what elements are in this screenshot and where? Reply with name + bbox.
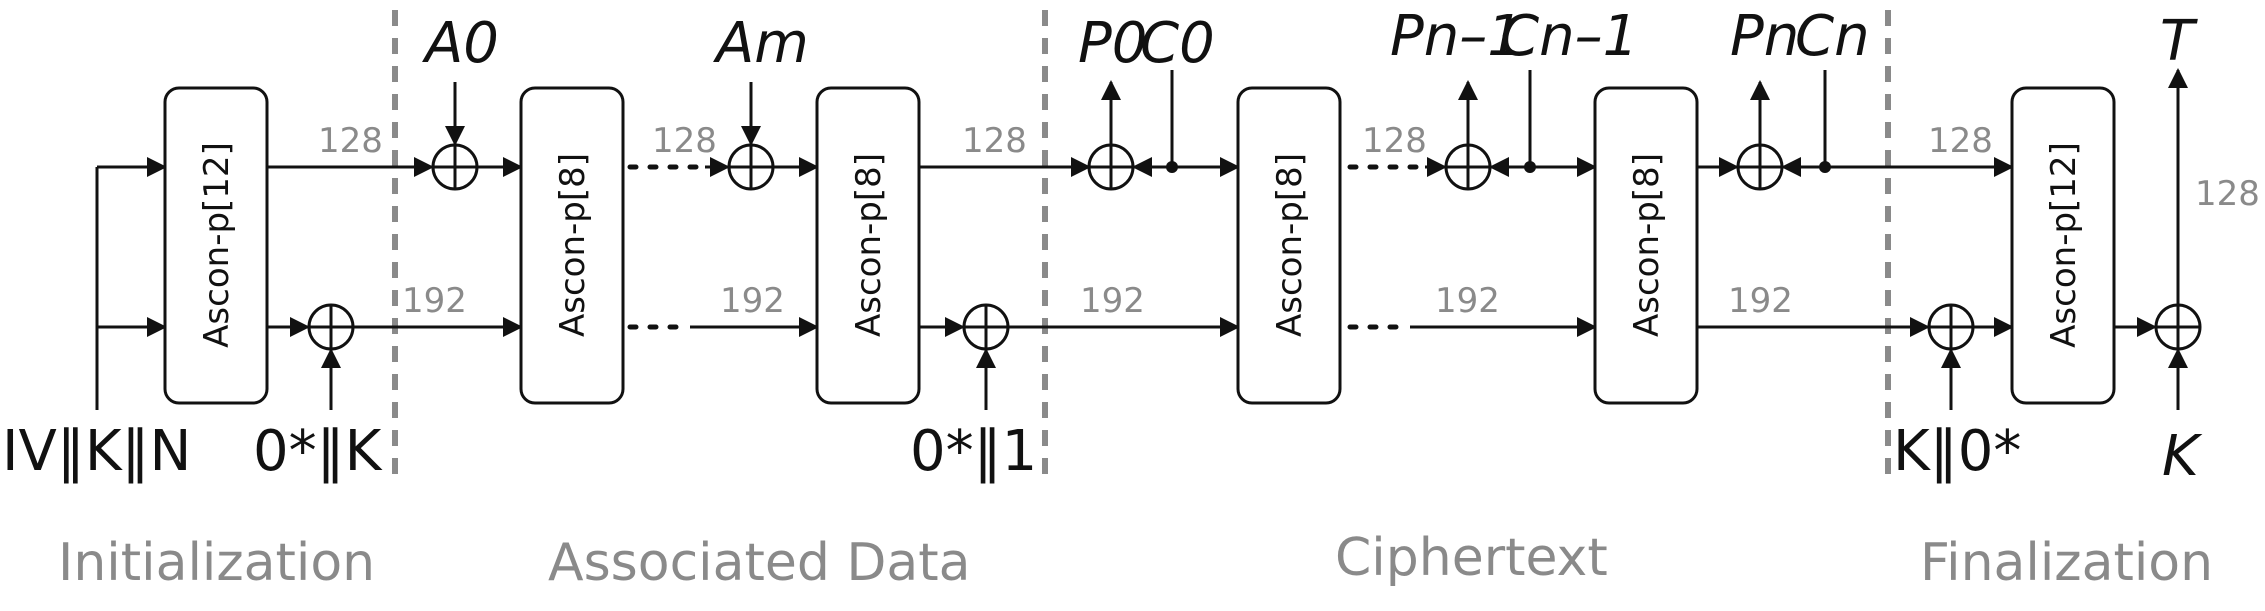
- phase-ciphertext: Ciphertext: [1335, 528, 1608, 588]
- bits-rate-ad-out: 128: [962, 121, 1027, 161]
- input-am: Am: [713, 11, 809, 76]
- input-iv-key-nonce: IV‖K‖N: [2, 419, 191, 484]
- phase-associated-data: Associated Data: [548, 533, 971, 593]
- input-zero-one: 0*‖1: [910, 419, 1037, 484]
- bits-rate-ad: 128: [652, 121, 717, 161]
- phase-finalization: Finalization: [1920, 533, 2213, 593]
- bits-cap-ad: 192: [720, 281, 785, 321]
- output-c0: C0: [1140, 11, 1215, 76]
- ad-permutation-box-1: [519, 86, 625, 405]
- output-pn: Pn: [1730, 4, 1799, 69]
- ct-permutation-box-1: [1236, 86, 1342, 405]
- output-pn1: Pn–1: [1390, 4, 1523, 69]
- bits-cap-ct-2: 192: [1435, 281, 1500, 321]
- ct-permutation-label-2: Ascon-p[8]: [1627, 153, 1667, 337]
- ad-permutation-label-2: Ascon-p[8]: [849, 153, 889, 337]
- ct-permutation-label-1: Ascon-p[8]: [1270, 153, 1310, 337]
- phase-initialization: Initialization: [58, 533, 375, 593]
- ct-permutation-box-2: [1593, 86, 1699, 405]
- bits-cap-ct: 192: [1080, 281, 1145, 321]
- init-permutation-label: Ascon-p[12]: [197, 142, 237, 348]
- input-zero-key: 0*‖K: [253, 419, 383, 484]
- output-cn1: Cn–1: [1500, 4, 1638, 69]
- bits-rate-ct: 128: [1362, 121, 1427, 161]
- bits-rate-init: 128: [318, 121, 383, 161]
- bits-cap-final: 192: [1728, 281, 1793, 321]
- init-permutation-box: [163, 86, 269, 405]
- input-key-zero: K‖0*: [1893, 419, 2021, 484]
- bits-cap-init: 192: [402, 281, 467, 321]
- final-permutation-label: Ascon-p[12]: [2044, 142, 2084, 348]
- final-permutation-box: [2010, 86, 2116, 405]
- bits-tag: 128: [2195, 174, 2260, 214]
- output-cn: Cn: [1795, 4, 1870, 69]
- input-a0: A0: [422, 11, 499, 76]
- bits-rate-final: 128: [1928, 121, 1993, 161]
- output-p0: P0: [1078, 11, 1147, 76]
- output-tag: T: [2160, 9, 2198, 74]
- ad-permutation-box-2: [815, 86, 921, 405]
- input-key: K: [2162, 424, 2203, 489]
- ad-permutation-label-1: Ascon-p[8]: [553, 153, 593, 337]
